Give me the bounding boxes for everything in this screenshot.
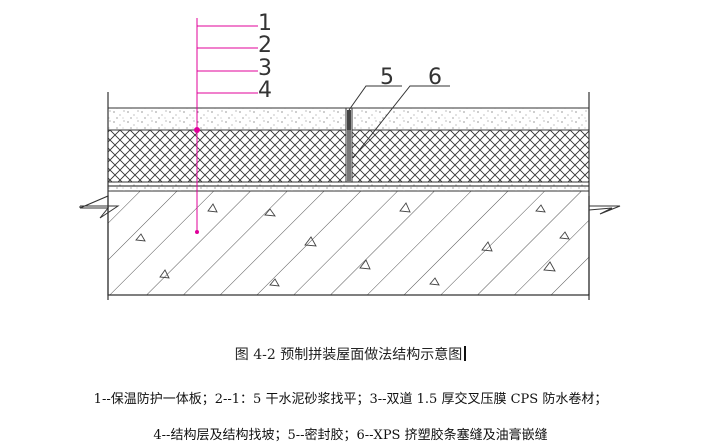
callout-4: 4	[258, 78, 272, 103]
marker-dot-top	[194, 127, 200, 133]
legend-line-2: 4--结构层及结构找坡；5--密封胶；6--XPS 挤塑胶条塞缝及油膏嵌缝	[153, 428, 548, 443]
figure-caption: 图 4-2 预制拼装屋面做法结构示意图	[0, 344, 701, 364]
leader-lines-5-6	[348, 85, 450, 159]
callout-1: 1	[258, 11, 272, 36]
waterproof-membrane-layer	[107, 181, 590, 192]
leader-lines-1-4	[196, 18, 258, 232]
figure-caption-text: 图 4-2 预制拼装屋面做法结构示意图	[234, 347, 463, 363]
structural-slab-layer	[79, 191, 621, 296]
callout-5: 5	[380, 65, 394, 90]
text-cursor	[464, 346, 467, 361]
callout-2: 2	[258, 33, 272, 58]
callout-3: 3	[258, 56, 272, 81]
panel-joint	[345, 107, 353, 183]
roof-section-diagram: 1 2 3 4 5 6	[79, 11, 621, 300]
marker-dot-bottom	[195, 230, 199, 234]
legend-line-1: 1--保温防护一体板；2--1：5 干水泥砂浆找平；3--双道 1.5 厚交叉压…	[93, 392, 608, 407]
callout-6: 6	[428, 65, 442, 90]
